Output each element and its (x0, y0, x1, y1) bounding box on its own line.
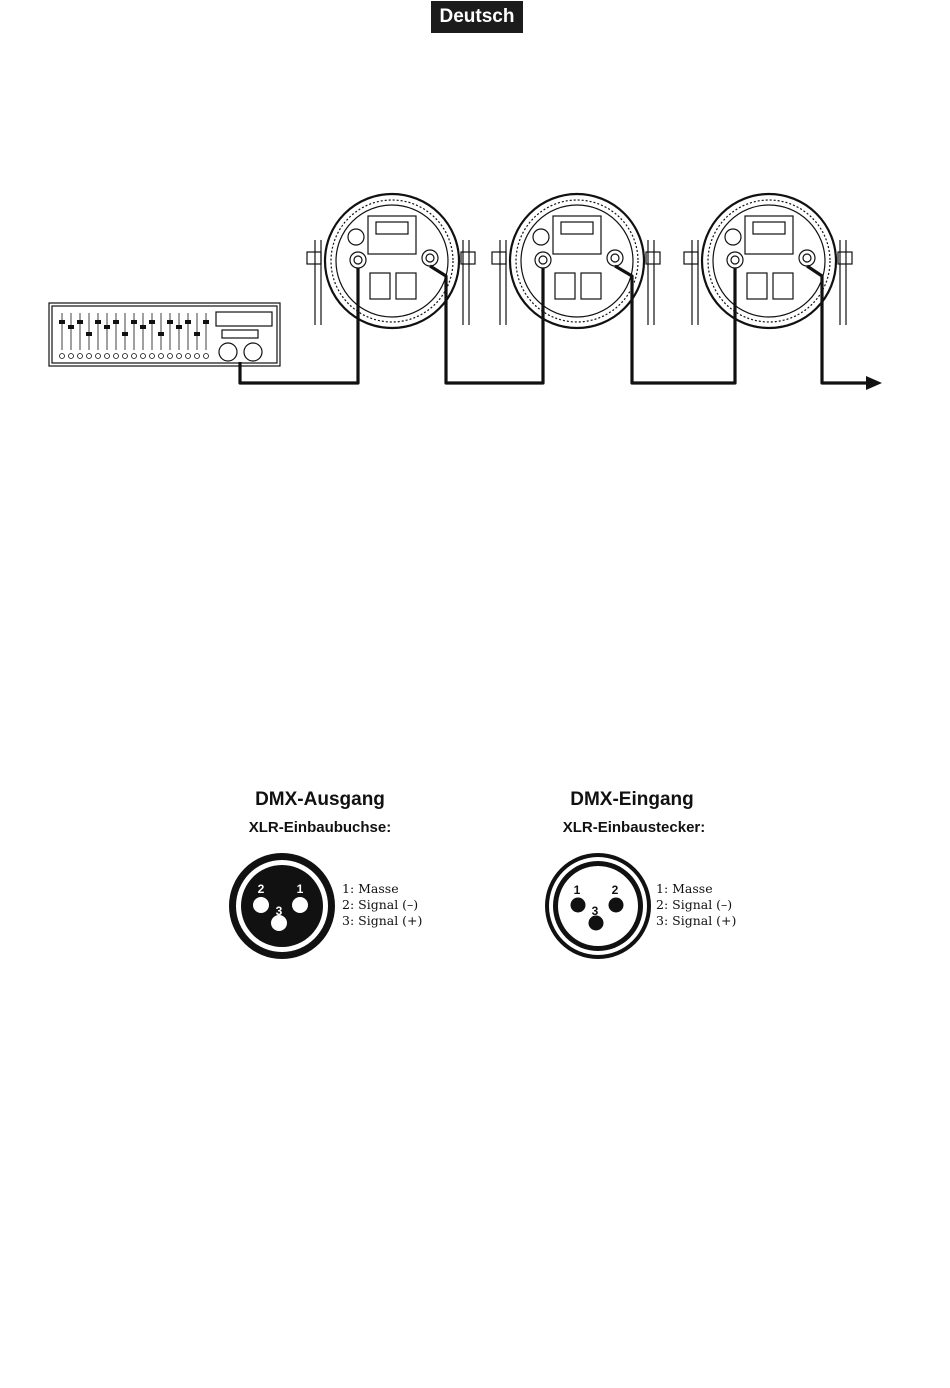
pin-label: 3 (276, 904, 283, 918)
pin-legend-item: 2: Signal (–) (656, 897, 736, 913)
pin-label: 2 (258, 882, 265, 896)
language-badge: Deutsch (431, 1, 523, 33)
cable-spot2-to-spot3 (615, 266, 735, 383)
pin-label: 1 (297, 882, 304, 896)
input-pin-legend: 1: Masse 2: Signal (–) 3: Signal (+) (656, 881, 736, 929)
pin-legend-item: 2: Signal (–) (342, 897, 422, 913)
output-pin-legend: 1: Masse 2: Signal (–) 3: Signal (+) (342, 881, 422, 929)
output-title: DMX-Ausgang (190, 789, 450, 811)
pin-label: 1 (574, 883, 581, 897)
spotlight-1 (307, 194, 475, 328)
spotlight-3 (684, 194, 852, 328)
input-title: DMX-Eingang (502, 789, 762, 811)
input-subtitle: XLR-Einbaustecker: (504, 819, 764, 836)
pin-legend-item: 3: Signal (+) (342, 913, 422, 929)
spotlight-2 (492, 194, 660, 328)
arrow-icon (866, 376, 882, 390)
pin-legend-item: 1: Masse (342, 881, 422, 897)
pin-legend-item: 1: Masse (656, 881, 736, 897)
pin-label: 3 (592, 904, 599, 918)
xlr-male-connector-icon: 1 2 3 (540, 850, 656, 962)
cable-spot3-out (807, 266, 868, 383)
xlr-female-connector-icon: 2 1 3 (224, 850, 340, 962)
output-subtitle: XLR-Einbaubuchse: (190, 819, 450, 836)
dmx-controller (49, 303, 280, 366)
pin-label: 2 (612, 883, 619, 897)
pin-legend-item: 3: Signal (+) (656, 913, 736, 929)
dmx-wiring-diagram (0, 180, 950, 420)
